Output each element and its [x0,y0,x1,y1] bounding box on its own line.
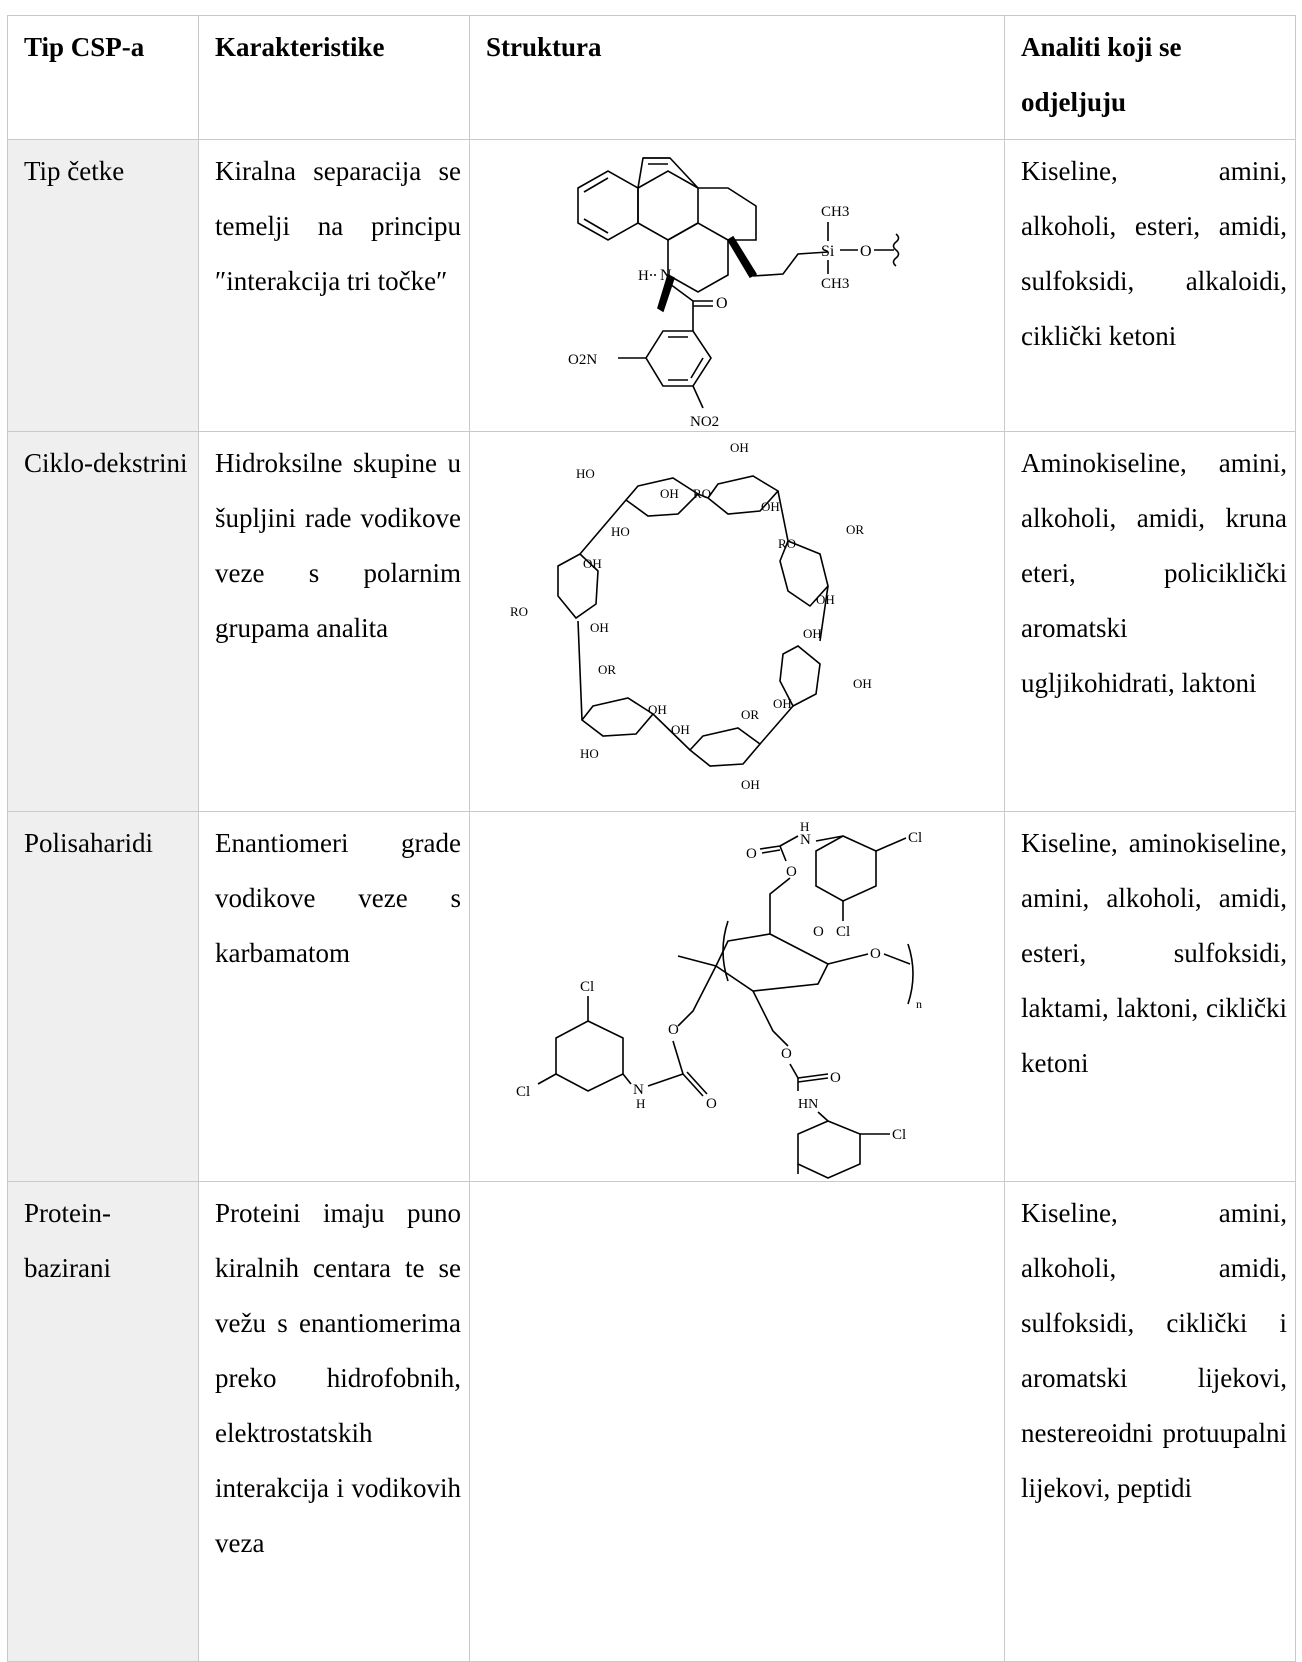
csp-types-table: Tip CSP-a Karakteristike Struktura Anali… [7,15,1296,1662]
oh-label-5: OH [590,620,609,635]
row-analytes-cell: Kiseline, amini, alkoholi, amidi, sulfok… [1004,1181,1296,1662]
cl-label-3: Cl [580,979,594,995]
h-label: H [638,268,649,284]
o-label-lower: O [781,1046,792,1062]
table-row: Protein-bazirani Proteini imaju puno kir… [7,1181,1296,1662]
ro-label-1: RO [693,486,711,501]
oh-label-3: OH [583,556,602,571]
row-analytes-cell: Kiseline, aminokiseline, amini, alkoholi… [1004,811,1296,1182]
row-characteristics-cell: Kiralna separacija se temelji na princip… [198,139,470,432]
oh-label-6: OH [803,626,822,641]
ho-label-2: HO [611,524,630,539]
o-label-left: O [668,1022,679,1038]
row-analytes-cell: Kiseline, amini, alkoholi, esteri, amidi… [1004,139,1296,432]
cl-label-5: Cl [892,1127,906,1143]
o-label-right: O [870,946,881,962]
cl-label-1: Cl [908,830,922,846]
carbonyl-o-label: O [716,295,728,312]
row-type-cell: Ciklo-dekstrini [7,431,199,812]
ho-label-upper-left: HO [576,466,595,481]
n-label-left: N [633,1082,644,1098]
header-structure: Struktura [469,15,1005,140]
h-label-left: H [636,1096,645,1111]
polysaccharide-structure: O n O O O H N [498,816,966,1181]
polysaccharide-structure-drawing: O n O O O H N [516,819,922,1179]
row-characteristics-cell: Proteini imaju puno kiralnih centara te … [198,1181,470,1662]
hn-label-lower: HN [798,1097,818,1112]
or-label-right: OR [846,522,864,537]
row-structure-cell: CH3 Si O CH3 H N [469,139,1005,432]
o-label-upper: O [786,864,797,880]
ro-label-left: RO [510,604,528,619]
row-structure-cell-empty [469,1181,1005,1662]
oh-label-2: OH [761,499,780,514]
si-label: Si [821,243,835,260]
oh-label-top: OH [730,440,749,455]
table-row: Ciklo-dekstrini Hidroksilne skupine u šu… [7,431,1296,812]
o-label: O [860,243,872,260]
table-row: Polisaharidi Enantiomeri grade vodikove … [7,811,1296,1182]
o2n-label: O2N [568,352,597,368]
oh-label-9: OH [773,696,792,711]
cl-label-2: Cl [836,924,850,940]
ho-label-bottom: HO [580,746,599,761]
carbonyl-o-lower: O [830,1070,841,1086]
n-label: N [660,267,672,284]
row-structure-cell: OH HO OH RO OH OR RO HO OH OH RO OH OH O… [469,431,1005,812]
oh-label-10: OH [671,722,690,737]
row-characteristics-cell: Hidroksilne skupine u šupljini rade vodi… [198,431,470,812]
cyclodextrin-structure-drawing: OH HO OH RO OH OR RO HO OH OH RO OH OH O… [510,440,872,792]
header-characteristics: Karakteristike [198,15,470,140]
header-type: Tip CSP-a [7,15,199,140]
n-label-upper: N [800,832,811,848]
row-type-cell: Polisaharidi [7,811,199,1182]
row-analytes-cell: Aminokiseline, amini, alkoholi, amidi, k… [1004,431,1296,812]
no2-label: NO2 [690,414,719,430]
oh-label-8: OH [648,702,667,717]
h-label-upper: H [800,819,809,834]
brush-type-structure-drawing: CH3 Si O CH3 H N [568,157,900,430]
ch3-bottom-label: CH3 [821,276,849,292]
header-analytes: Analiti koji se odjeljuju [1004,15,1296,140]
ro-label-2: RO [778,536,796,551]
ch3-top-label: CH3 [821,204,849,220]
cl-label-4: Cl [516,1084,530,1100]
carbonyl-o-upper: O [746,846,757,862]
oh-label-4: OH [816,592,835,607]
brush-type-structure: CH3 Si O CH3 H N [498,146,926,431]
or-label-3: OR [741,707,759,722]
n-subscript-label: n [916,997,922,1011]
row-type-cell: Protein-bazirani [7,1181,199,1662]
row-characteristics-cell: Enantiomeri grade vodikove veze s karbam… [198,811,470,1182]
oh-label-bottom: OH [741,777,760,792]
table-header-row: Tip CSP-a Karakteristike Struktura Anali… [7,15,1296,140]
or-label-2: OR [598,662,616,677]
oh-label-1: OH [660,486,679,501]
row-type-cell: Tip četke [7,139,199,432]
carbonyl-o-left: O [706,1096,717,1112]
ring-o-label: O [813,924,824,940]
cyclodextrin-structure: OH HO OH RO OH OR RO HO OH OH RO OH OH O… [498,436,878,811]
row-structure-cell: O n O O O H N [469,811,1005,1182]
table-row: Tip četke Kiralna separacija se temelji … [7,139,1296,432]
oh-label-7: OH [853,676,872,691]
